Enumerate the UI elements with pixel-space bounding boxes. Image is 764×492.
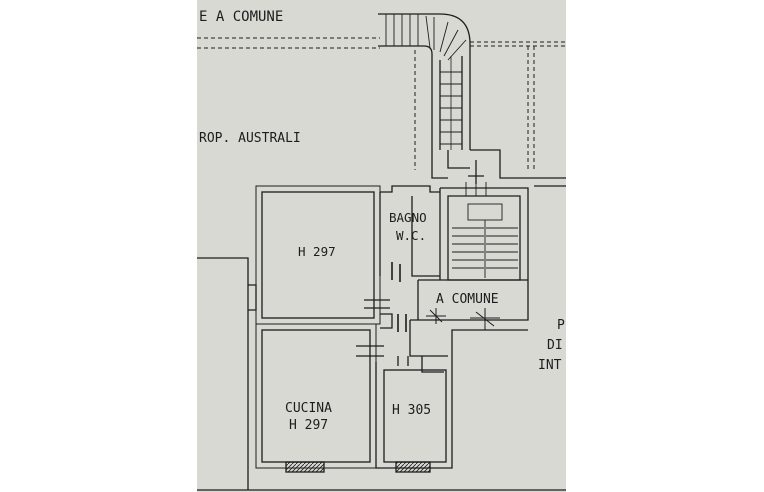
label-edge-int: INT [538,358,562,373]
label-room-1-height: H 297 [298,244,336,259]
label-edge-di: DI [547,338,563,353]
label-corridor-height: H 305 [392,403,431,418]
bathroom [379,185,440,282]
top-boundary [197,37,566,170]
staircase [378,13,528,184]
outer-wall [197,257,566,491]
plan-labels: E A COMUNE ROP. AUSTRALI BAGNO W.C. H 29… [199,9,565,433]
label-bagno: BAGNO [389,210,427,225]
room-upper-left [261,191,375,319]
right-wall [451,177,566,362]
landing [410,182,529,330]
room-lower-right [375,362,453,473]
label-prop-australi: ROP. AUSTRALI [199,131,301,146]
landing-door-symbols [426,308,500,330]
label-a-comune: A COMUNE [436,292,499,307]
label-edge-p: P [557,318,565,333]
label-cucina: CUCINA [285,401,332,416]
label-cucina-height: H 297 [289,418,328,433]
label-top-common: E A COMUNE [199,9,283,25]
label-wc: W.C. [396,228,426,243]
paper-sheet [197,0,566,492]
